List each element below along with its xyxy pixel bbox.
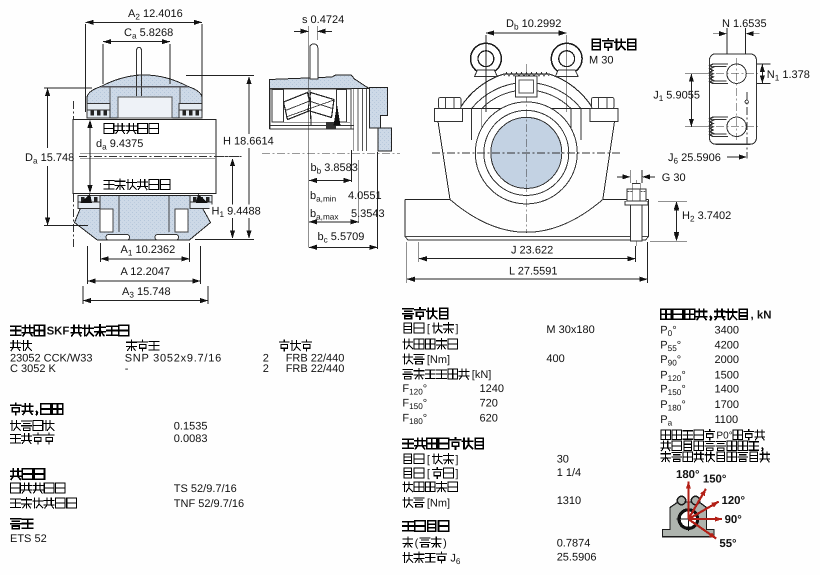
svg-text:1700: 1700 [715, 399, 739, 411]
svg-text:M 30x180: M 30x180 [546, 324, 594, 336]
svg-text:]: ] [455, 468, 458, 480]
svg-text:L 27.5591: L 27.5591 [509, 266, 558, 278]
svg-text:TS 52/9.7/16: TS 52/9.7/16 [174, 483, 237, 495]
svg-text:2: 2 [263, 363, 269, 375]
svg-text:bc 5.5709: bc 5.5709 [318, 231, 365, 245]
svg-text:P90°: P90° [660, 354, 681, 368]
svg-text:[: [ [427, 454, 430, 466]
svg-text:N1 1.378: N1 1.378 [767, 69, 810, 83]
svg-text:G 30: G 30 [662, 172, 686, 184]
svg-text:55°: 55° [719, 538, 737, 550]
svg-text:4.0551: 4.0551 [348, 190, 382, 202]
svg-text:]: ] [455, 323, 458, 335]
svg-text:Da 15.748: Da 15.748 [25, 152, 74, 166]
svg-text:1400: 1400 [715, 384, 739, 396]
svg-text:ba,max: ba,max [310, 208, 338, 222]
svg-text:1500: 1500 [715, 370, 739, 382]
svg-text:J 23.622: J 23.622 [511, 245, 553, 257]
svg-text:[kN]: [kN] [472, 369, 492, 381]
svg-text:J1 5.9055: J1 5.9055 [653, 90, 700, 104]
svg-text:H1 9.4488: H1 9.4488 [212, 206, 261, 220]
svg-text:ETS 52: ETS 52 [10, 533, 47, 545]
svg-text:J6 25.5906: J6 25.5906 [668, 152, 721, 166]
svg-text:3400: 3400 [715, 325, 739, 337]
svg-text:620: 620 [480, 413, 498, 425]
svg-text:1240: 1240 [480, 383, 504, 395]
svg-text:TNF 52/9.7/16: TNF 52/9.7/16 [174, 498, 244, 510]
svg-text:4200: 4200 [715, 339, 739, 351]
svg-text:C 3052 K: C 3052 K [10, 363, 57, 375]
svg-text:1100: 1100 [715, 414, 739, 426]
svg-text:150°: 150° [703, 474, 727, 486]
svg-text:5.3543: 5.3543 [351, 208, 385, 220]
svg-text:F120°: F120° [402, 383, 427, 397]
svg-text:Db 10.2992: Db 10.2992 [506, 18, 561, 32]
svg-text:Ca 5.8268: Ca 5.8268 [124, 27, 173, 41]
svg-text:): ) [443, 537, 447, 549]
svg-text:P55°: P55° [660, 339, 681, 353]
svg-text:25.5906: 25.5906 [557, 551, 597, 563]
svg-text:da 9.4375: da 9.4375 [96, 138, 143, 152]
svg-text:bb 3.8583: bb 3.8583 [311, 162, 358, 176]
svg-text:720: 720 [480, 398, 498, 410]
svg-text:1310: 1310 [557, 495, 581, 507]
svg-text:Pa: Pa [660, 414, 672, 428]
svg-text:H2 3.7402: H2 3.7402 [682, 210, 731, 224]
svg-text:]: ] [455, 454, 458, 466]
svg-text:(: ( [415, 537, 419, 549]
svg-text:180°: 180° [676, 469, 700, 481]
svg-text:M 30: M 30 [589, 55, 613, 67]
svg-text:J6: J6 [450, 553, 461, 567]
svg-text:30: 30 [557, 453, 569, 465]
svg-text:[Nm]: [Nm] [427, 497, 450, 509]
svg-text:A 12.2047: A 12.2047 [121, 266, 171, 278]
svg-text:2: 2 [263, 353, 269, 365]
svg-text:F180°: F180° [402, 413, 427, 427]
svg-text:90°: 90° [725, 514, 743, 526]
svg-text:0.1535: 0.1535 [174, 421, 208, 433]
svg-text:2000: 2000 [715, 354, 739, 366]
svg-text:23052 CCK/W33: 23052 CCK/W33 [10, 353, 93, 365]
svg-text:SNP 3052x9.7/16: SNP 3052x9.7/16 [125, 353, 222, 365]
svg-text:[Nm]: [Nm] [427, 354, 450, 366]
svg-text:P150°: P150° [660, 384, 685, 398]
svg-text:0.0083: 0.0083 [174, 433, 208, 445]
svg-text:N 1.6535: N 1.6535 [722, 18, 767, 30]
svg-text:[: [ [427, 323, 430, 335]
svg-text:, kN: , kN [751, 309, 772, 321]
svg-text:FRB 22/440: FRB 22/440 [286, 363, 345, 375]
svg-text:A1 10.2362: A1 10.2362 [121, 244, 176, 258]
svg-text:-: - [125, 363, 129, 375]
svg-text:P120°: P120° [660, 370, 685, 384]
svg-text:s 0.4724: s 0.4724 [302, 14, 344, 26]
svg-text:A2 12.4016: A2 12.4016 [128, 8, 183, 22]
svg-text:F150°: F150° [402, 398, 427, 412]
svg-text:0.7874: 0.7874 [557, 538, 591, 550]
svg-text:P180°: P180° [660, 399, 685, 413]
svg-text:P0°: P0° [660, 325, 676, 339]
svg-text:120°: 120° [722, 495, 746, 507]
svg-text:FRB 22/440: FRB 22/440 [286, 353, 345, 365]
svg-text:A3 15.748: A3 15.748 [122, 286, 171, 300]
svg-text:[: [ [427, 468, 430, 480]
svg-text:ba,min: ba,min [310, 190, 337, 204]
svg-text:1 1/4: 1 1/4 [557, 467, 581, 479]
svg-text:400: 400 [546, 353, 564, 365]
svg-text:H 18.6614: H 18.6614 [223, 136, 274, 148]
svg-text:P0°: P0° [716, 430, 732, 441]
svg-text:SKF: SKF [47, 326, 70, 338]
